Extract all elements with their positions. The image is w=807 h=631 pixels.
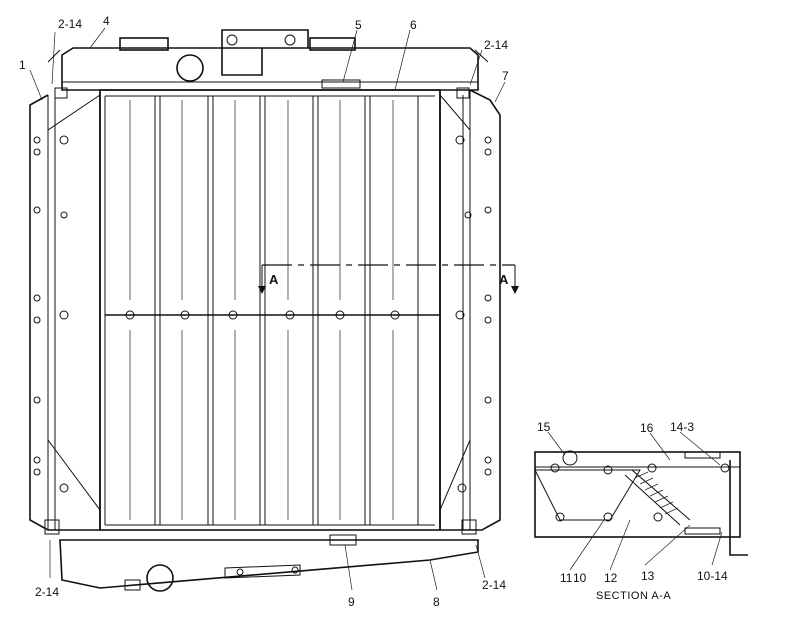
- section-mark-left: A: [269, 272, 279, 287]
- callout-13: 13: [641, 569, 655, 583]
- callout-7: 7: [502, 69, 509, 83]
- leader-lines: [29, 27, 723, 591]
- section-mark-right: A: [499, 272, 509, 287]
- section-line-a-a: [258, 264, 519, 294]
- callout-2-14-top-right: 2-14: [484, 38, 508, 52]
- callout-5: 5: [355, 18, 362, 32]
- section-caption: SECTION A-A: [596, 590, 671, 602]
- callout-9: 9: [348, 595, 355, 609]
- callout-16: 16: [640, 421, 654, 435]
- callout-2-14-top-left: 2-14: [58, 17, 82, 31]
- callout-14-3: 14-3: [670, 420, 694, 434]
- callout-11: 11: [560, 571, 573, 585]
- callout-15: 15: [537, 420, 551, 434]
- radiator-core: [99, 89, 441, 546]
- callout-10-14: 10-14: [697, 569, 728, 583]
- callout-2-14-bottom-left: 2-14: [35, 585, 59, 599]
- callout-1: 1: [19, 58, 26, 72]
- callout-8: 8: [433, 595, 440, 609]
- callout-6: 6: [410, 18, 417, 32]
- callout-12: 12: [604, 571, 618, 585]
- top-shroud: [47, 29, 489, 91]
- section-a-a-detail: [534, 450, 748, 556]
- callout-10: 10: [573, 571, 587, 585]
- callout-2-14-bottom-right: 2-14: [482, 578, 506, 592]
- callout-4: 4: [103, 14, 110, 28]
- right-side-panel: [439, 87, 501, 535]
- left-side-panel: [29, 87, 101, 535]
- bottom-tank: [59, 539, 479, 592]
